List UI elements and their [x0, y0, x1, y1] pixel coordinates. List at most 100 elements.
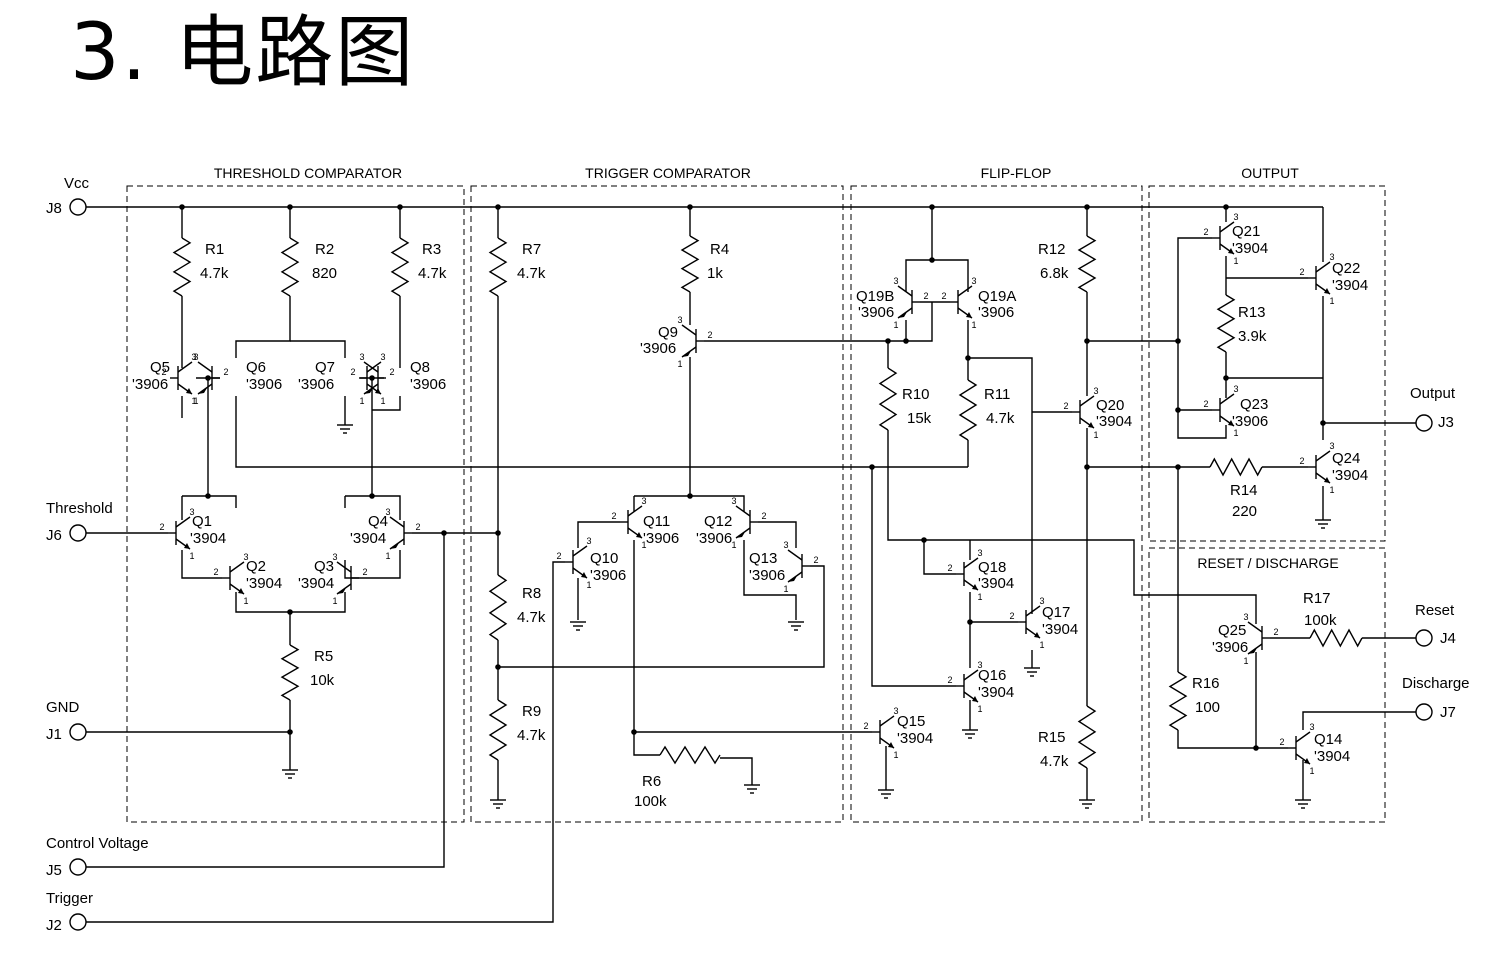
junction-dot	[1175, 464, 1181, 470]
reset-discharge-box	[1148, 547, 1386, 823]
ground-icon	[1315, 519, 1331, 529]
q2-ref: Q2	[246, 558, 266, 575]
transistor-collector-lead	[1247, 621, 1263, 633]
transistor-collector-lead	[897, 285, 913, 297]
junction-dot	[205, 493, 211, 499]
q6-part: '3906	[246, 376, 282, 393]
section-title-flip-flop: FLIP-FLOP	[981, 165, 1052, 181]
pin-number: 2	[161, 367, 166, 377]
transistor-arrow	[238, 588, 244, 594]
terminal-j1-pin	[69, 723, 87, 741]
transistor-arrow	[184, 543, 190, 549]
q8-ref: Q8	[410, 359, 430, 376]
wire	[86, 533, 445, 868]
trigger-comparator-box	[470, 185, 844, 823]
transistor-arrow	[1088, 422, 1094, 428]
transistor-arrow	[1034, 632, 1040, 638]
wire	[885, 650, 1033, 790]
terminal-discharge-label: Discharge	[1402, 675, 1470, 692]
pin-number: 3	[893, 706, 898, 716]
pin-number: 2	[350, 367, 355, 377]
terminals: Vcc J8 Threshold J6 GND J1 Control Volta…	[46, 175, 1470, 934]
pin-number: 3	[1233, 212, 1238, 222]
r12-symbol	[1077, 235, 1097, 293]
r8-ref: R8	[522, 585, 541, 602]
transistor-collector-lead	[366, 361, 382, 373]
q6-ref: Q6	[246, 359, 266, 376]
terminal-j3-pin	[1415, 414, 1433, 432]
terminal-j3-id: J3	[1438, 414, 1454, 431]
q19b-symbol: 231	[893, 276, 928, 330]
wire	[967, 320, 1033, 614]
pin-number: 3	[385, 507, 390, 517]
transistor-collector-lead	[1315, 261, 1331, 273]
junction-dot	[929, 257, 935, 263]
pin-number: 2	[947, 563, 952, 573]
q10-part: '3906	[590, 567, 626, 584]
transistor-collector-lead	[787, 549, 803, 561]
pin-number: 3	[1309, 722, 1314, 732]
q13-part: '3906	[749, 567, 785, 584]
q11-part: '3906	[643, 530, 679, 547]
pin-number: 3	[332, 552, 337, 562]
r10-value: 15k	[907, 410, 932, 427]
q14-symbol: 2 3 1	[1279, 722, 1314, 776]
r13-value: 3.9k	[1238, 328, 1267, 345]
q20-symbol: 231	[1063, 386, 1098, 440]
terminal-trigger-label: Trigger	[46, 890, 93, 907]
q1-ref: Q1	[192, 513, 212, 530]
transistor-arrow	[1324, 477, 1330, 483]
r2-symbol	[280, 237, 300, 297]
terminal-output-label: Output	[1410, 385, 1456, 402]
r4-value: 1k	[707, 265, 723, 282]
q25-symbol: 231	[1243, 612, 1278, 666]
r10-ref: R10	[902, 386, 930, 403]
transistor-collector-lead	[177, 361, 193, 373]
q17-ref: Q17	[1042, 604, 1070, 621]
q25-part: '3906	[1212, 639, 1248, 656]
ground-icon	[1295, 799, 1311, 809]
q3-symbol: 231	[332, 552, 367, 606]
q25-ref: Q25	[1218, 622, 1246, 639]
pin-number: 2	[1279, 737, 1284, 747]
pin-number: 1	[1233, 256, 1238, 266]
pin-number: 1	[641, 540, 646, 550]
q5-ref: Q5	[150, 359, 170, 376]
r9-ref: R9	[522, 703, 541, 720]
transistor-collector-lead	[627, 505, 643, 517]
q21-part: '3904	[1232, 240, 1268, 257]
transistor-arrow	[898, 312, 907, 318]
transistor-collector-lead	[963, 669, 979, 681]
terminal-j2-id: J2	[46, 917, 62, 934]
r3-ref: R3	[422, 241, 441, 258]
q12-symbol: 231	[731, 496, 766, 550]
pin-number: 1	[1243, 656, 1248, 666]
pin-number: 1	[1329, 485, 1334, 495]
pin-number: 1	[893, 320, 898, 330]
pin-number: 1	[385, 551, 390, 561]
junction-dot	[397, 204, 403, 210]
r10-symbol	[878, 367, 898, 431]
transistor-collector-lead	[336, 561, 352, 573]
r17-ref: R17	[1303, 590, 1331, 607]
pin-number: 1	[191, 396, 196, 406]
wire	[181, 377, 220, 496]
pin-number: 3	[677, 315, 682, 325]
q4-part: '3904	[350, 530, 386, 547]
q7-ref: Q7	[315, 359, 335, 376]
r17-value: 100k	[1304, 612, 1337, 629]
wire	[498, 565, 825, 668]
transistor-labels: Q5 '3906 Q6 '3906 Q7 '3906 Q8 '3906 Q1 '…	[132, 223, 1368, 765]
pin-number: 1	[1309, 766, 1314, 776]
output-box	[1148, 185, 1386, 542]
r5-value: 10k	[310, 672, 335, 689]
pin-number: 1	[243, 596, 248, 606]
q21-ref: Q21	[1232, 223, 1260, 240]
junction-dot	[287, 729, 293, 735]
pin-number: 2	[223, 367, 228, 377]
pin-number: 3	[1093, 386, 1098, 396]
pin-number: 3	[1243, 612, 1248, 622]
ground-icon	[1079, 799, 1095, 809]
r7-ref: R7	[522, 241, 541, 258]
junction-dot	[1223, 375, 1229, 381]
